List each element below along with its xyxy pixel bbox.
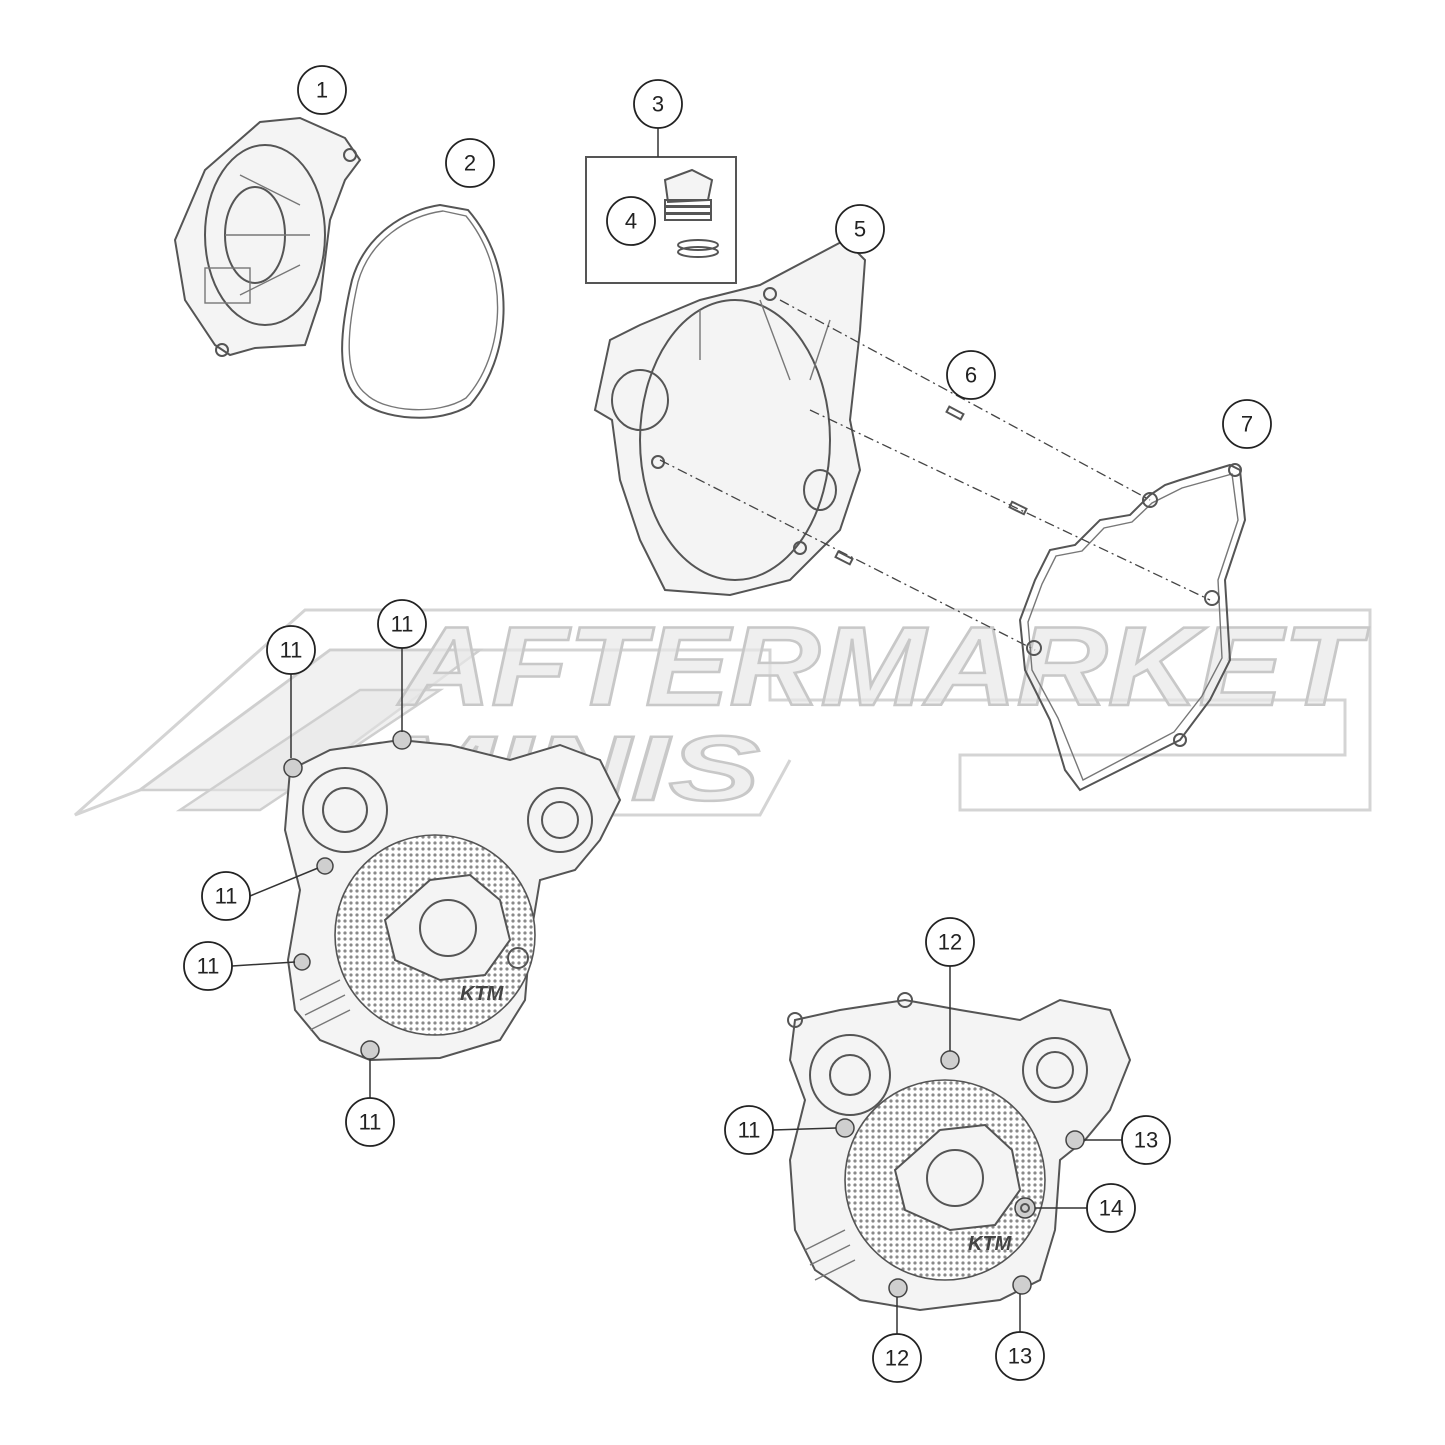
callout-7: 7 — [1222, 399, 1272, 449]
callout-4: 4 — [606, 196, 656, 246]
svg-text:11: 11 — [280, 638, 303, 663]
svg-text:13: 13 — [1134, 1128, 1158, 1153]
watermark: AFTERMARKET MINIS — [74, 603, 1372, 821]
svg-text:2: 2 — [464, 151, 476, 176]
callout-13b: 13 — [995, 1331, 1045, 1381]
callout-2: 2 — [445, 138, 495, 188]
emblem-right: KTM — [968, 1233, 1013, 1255]
callout-11f: 11 — [724, 1105, 774, 1155]
svg-text:11: 11 — [359, 1110, 382, 1135]
callout-11a: 11 — [266, 625, 316, 675]
svg-text:5: 5 — [854, 217, 866, 242]
svg-text:11: 11 — [738, 1118, 761, 1143]
callout-11c: 11 — [201, 871, 251, 921]
svg-text:13: 13 — [1008, 1344, 1032, 1369]
ignition-cover-left: KTM — [283, 730, 622, 1062]
svg-text:11: 11 — [215, 884, 238, 909]
svg-text:14: 14 — [1099, 1196, 1123, 1221]
svg-text:7: 7 — [1241, 412, 1253, 437]
leader-lines — [231, 128, 1122, 1334]
svg-text:11: 11 — [391, 612, 414, 637]
watermark-line1: AFTERMARKET — [397, 604, 1370, 729]
callout-5: 5 — [835, 204, 885, 254]
svg-text:11: 11 — [197, 954, 220, 979]
callout-11d: 11 — [183, 941, 233, 991]
callout-3: 3 — [633, 79, 683, 129]
svg-text:1: 1 — [316, 78, 328, 103]
callout-14: 14 — [1086, 1183, 1136, 1233]
callout-12a: 12 — [925, 917, 975, 967]
callout-12b: 12 — [872, 1333, 922, 1383]
callout-11b: 11 — [377, 599, 427, 649]
emblem-left: KTM — [460, 983, 505, 1005]
callout-13a: 13 — [1121, 1115, 1171, 1165]
oil-filler-plug-kit — [585, 156, 737, 284]
ignition-cover-right: KTM — [787, 992, 1132, 1312]
svg-text:4: 4 — [625, 209, 637, 234]
callout-6: 6 — [946, 350, 996, 400]
dowel-pin-lines — [659, 299, 1211, 651]
svg-text:12: 12 — [938, 930, 962, 955]
callout-11e: 11 — [345, 1097, 395, 1147]
clutch-cover — [173, 116, 362, 357]
svg-text:12: 12 — [885, 1346, 909, 1371]
callout-1: 1 — [297, 65, 347, 115]
svg-text:3: 3 — [652, 92, 664, 117]
ignition-cover-gasket — [1018, 463, 1247, 792]
ignition-cover-housing — [593, 238, 867, 597]
svg-text:6: 6 — [965, 363, 977, 388]
clutch-cover-gasket — [341, 203, 505, 419]
